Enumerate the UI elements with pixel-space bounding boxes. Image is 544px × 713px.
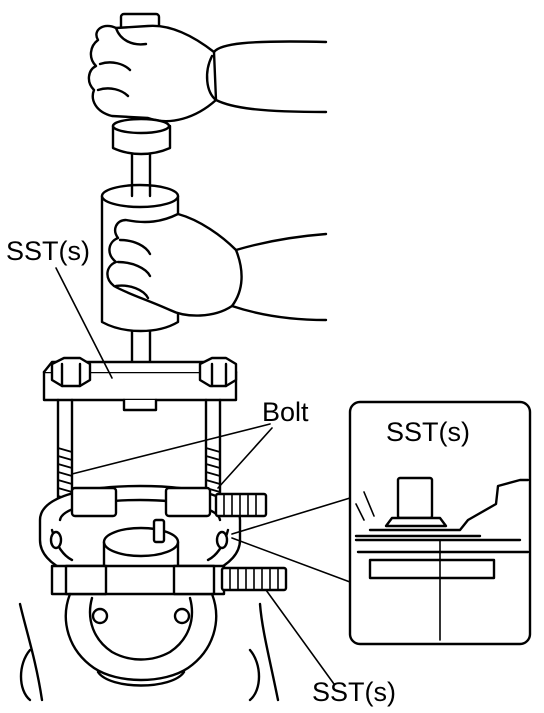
upper-hand — [87, 24, 328, 123]
sst-label-crossbar: SST(s) — [6, 236, 90, 266]
lower-clamp — [50, 564, 288, 596]
sst-label-inset: SST(s) — [386, 417, 470, 447]
shaft-collar — [111, 117, 172, 156]
inset-detail — [348, 400, 532, 646]
puller-crossbar — [42, 356, 238, 412]
lower-hand — [106, 212, 328, 322]
sst-label-bottom: SST(s) — [312, 677, 396, 707]
axle-carrier — [18, 592, 280, 702]
bolt-label: Bolt — [262, 397, 309, 427]
